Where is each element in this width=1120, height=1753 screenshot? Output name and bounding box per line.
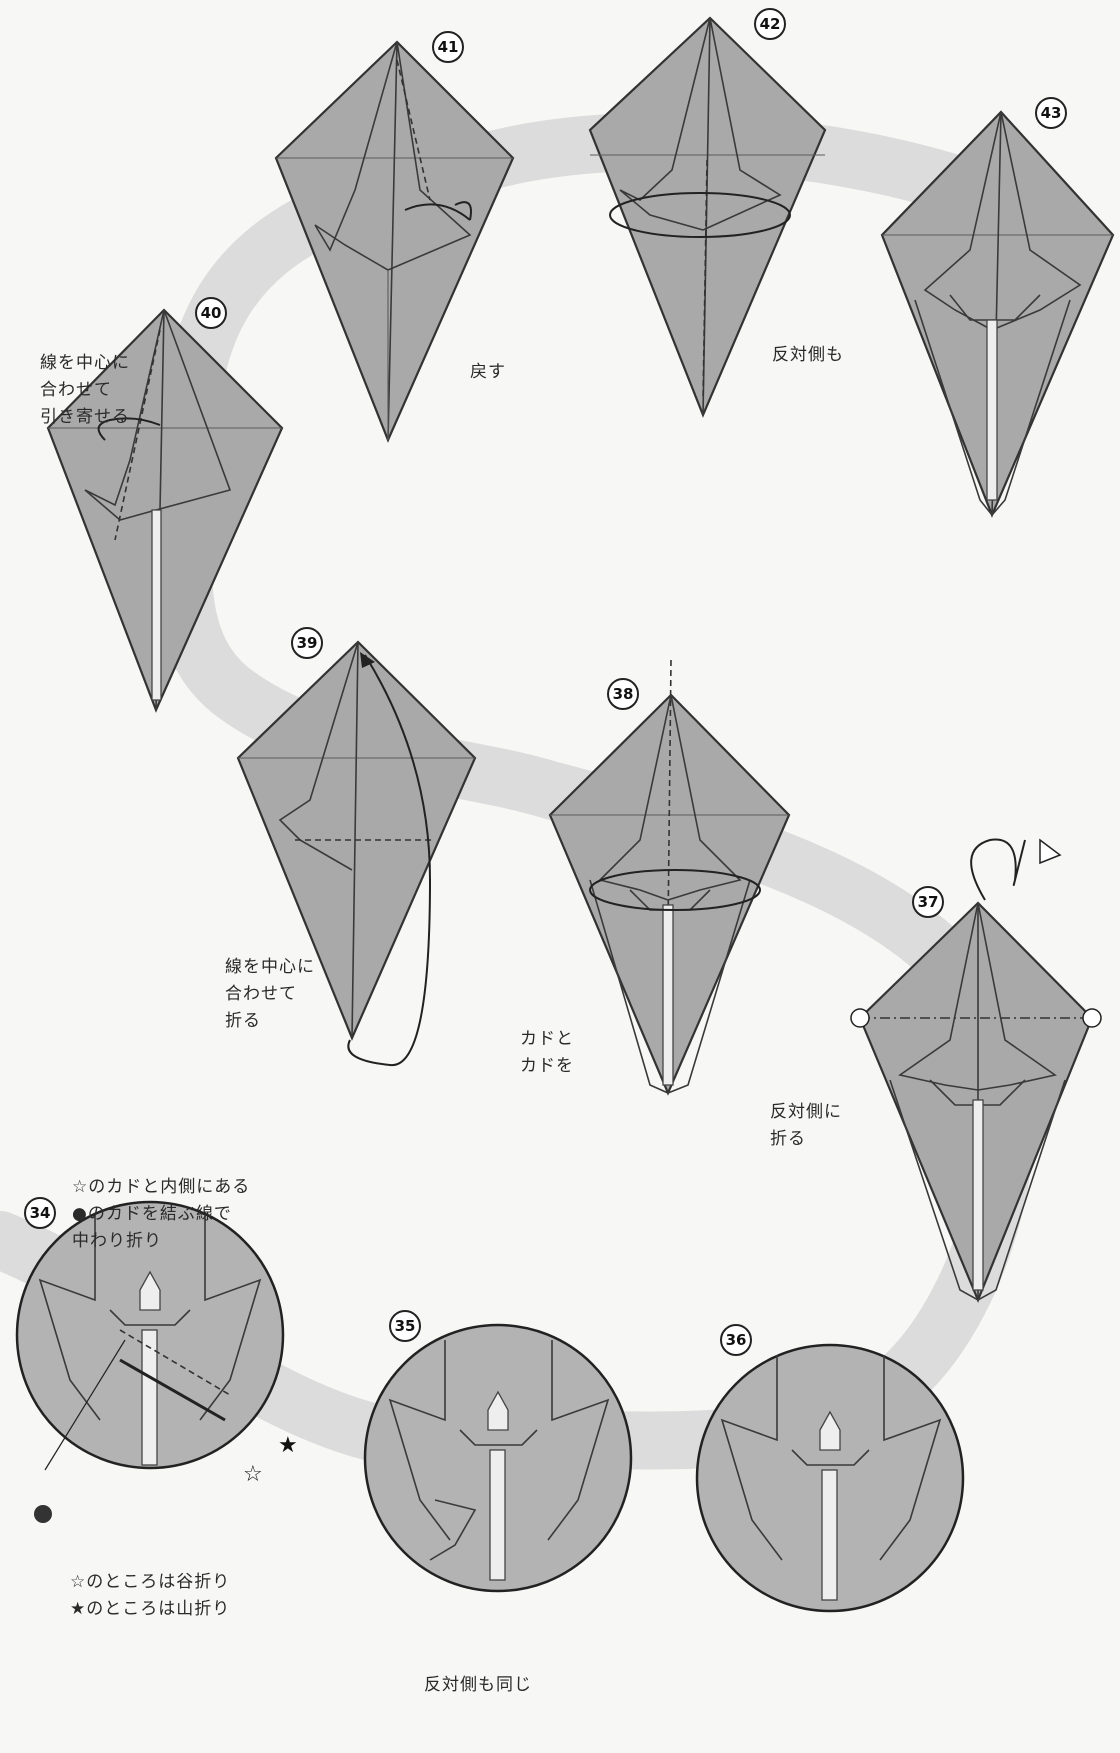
step-number-label: 35 — [395, 1317, 416, 1335]
step-number-label: 43 — [1041, 104, 1062, 122]
step-number-label: 41 — [438, 38, 459, 56]
step-number-35: 35 — [390, 1311, 420, 1341]
step-43-caption — [932, 78, 958, 186]
step-36-figure — [697, 1345, 963, 1611]
filled-star-marker: ★ — [278, 1433, 298, 1458]
diagram-canvas: ☆ ★ 34 35 36 37 38 39 40 41 42 43 — [0, 0, 1120, 1664]
step-number-38: 38 — [608, 679, 638, 709]
step-number-label: 37 — [918, 893, 939, 911]
step-42-caption: 反対側も — [772, 288, 844, 423]
step-number-34: 34 — [25, 1198, 55, 1228]
step-39-caption: 線を中心に合わせて折る — [225, 900, 315, 1089]
step-number-37: 37 — [913, 887, 943, 917]
step-number-36: 36 — [721, 1325, 751, 1355]
origami-diagram-page: ☆ ★ 34 35 36 37 38 39 40 41 42 43 戻す 反対側も — [0, 0, 1120, 1664]
step-number-39: 39 — [292, 628, 322, 658]
step-number-42: 42 — [755, 9, 785, 39]
step-number-40: 40 — [196, 298, 226, 328]
step-37-caption: 反対側に折る — [770, 1045, 842, 1207]
step-38-figure — [550, 660, 789, 1093]
step-number-43: 43 — [1036, 98, 1066, 128]
step-40-caption: 線を中心に合わせて引き寄せる — [40, 296, 130, 485]
step-35-caption: 反対側も同じ — [424, 1618, 532, 1753]
step-number-label: 39 — [297, 634, 318, 652]
step-34-caption: ☆のカドと内側にある●のカドを結ぶ線で中わり折り — [72, 1120, 250, 1309]
step-number-label: 36 — [726, 1331, 747, 1349]
step-34-legend: ☆のところは谷折り★のところは山折り — [70, 1515, 230, 1677]
step-number-label: 40 — [201, 304, 222, 322]
step-35-figure — [365, 1325, 631, 1591]
step-41-caption: 戻す — [470, 305, 506, 440]
step-number-label: 38 — [613, 685, 634, 703]
step-number-label: 42 — [760, 15, 781, 33]
step-38-caption: カドとカドを — [520, 972, 574, 1134]
step-number-label: 34 — [30, 1204, 51, 1222]
open-star-marker: ☆ — [243, 1462, 263, 1487]
step-number-41: 41 — [433, 32, 463, 62]
